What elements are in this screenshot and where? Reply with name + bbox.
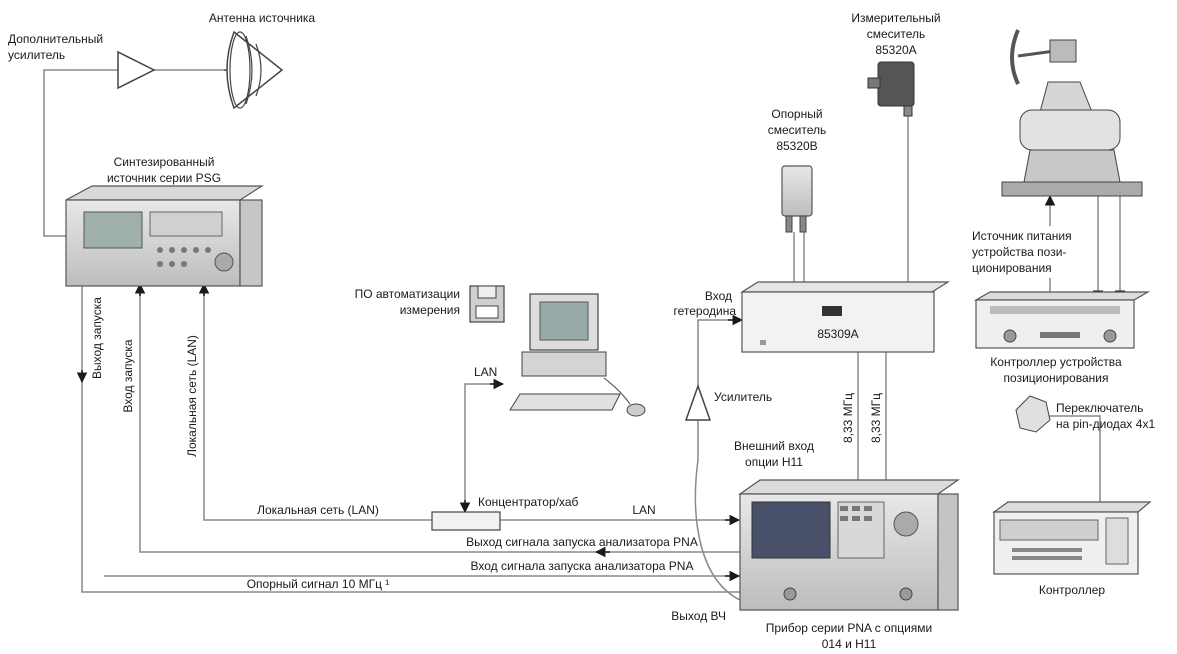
- floppy-disk-icon: [469, 285, 505, 323]
- label-psg-source-2: источник серии PSG: [107, 171, 221, 185]
- label-pna: Прибор серии PNA с опциями: [766, 621, 933, 635]
- label-positioner-power-3: ционирования: [972, 261, 1052, 275]
- label-amplifier: Усилитель: [714, 390, 772, 404]
- source-antenna-icon: [224, 30, 284, 110]
- label-freq-1: 8,33 МГц: [841, 393, 855, 443]
- label-measurement-mixer-2: смеситель: [867, 27, 926, 41]
- positioner-icon: [1001, 29, 1143, 197]
- label-lan-psg: Локальная сеть (LAN): [185, 335, 199, 457]
- controller-icon: [992, 501, 1152, 575]
- label-pna-2: 014 и H11: [822, 637, 877, 651]
- label-positioner-power: Источник питания: [972, 229, 1072, 243]
- label-reference-mixer-2: смеситель: [768, 123, 827, 137]
- label-pna-trigger-in: Вход сигнала запуска анализатора PNA: [471, 559, 694, 573]
- label-measurement-mixer: Измерительный: [851, 11, 940, 25]
- hub-icon: [431, 511, 501, 531]
- amplifier-icon: [684, 383, 712, 421]
- label-positioner-power-2: устройства пози-: [972, 245, 1066, 259]
- lo-if-distribution-unit-85309a: [739, 281, 951, 353]
- label-85309a: 85309A: [817, 327, 858, 341]
- computer-icon: [509, 293, 646, 417]
- label-software: ПО автоматизации: [355, 287, 460, 301]
- label-aux-amplifier-2: усилитель: [8, 48, 65, 62]
- label-antenna-source: Антенна источника: [209, 11, 315, 25]
- label-positioner-controller: Контроллер устройства: [990, 355, 1122, 369]
- measurement-mixer-icon: [867, 61, 915, 117]
- label-lan-left: Локальная сеть (LAN): [257, 503, 379, 517]
- label-controller: Контроллер: [1039, 583, 1106, 597]
- label-freq-2: 8,33 МГц: [869, 393, 883, 443]
- label-pna-trigger-out: Выход сигнала запуска анализатора PNA: [466, 535, 698, 549]
- label-ref-10mhz: Опорный сигнал 10 МГц ¹: [247, 577, 390, 591]
- label-external-input-2: опции H11: [745, 455, 803, 469]
- psg-source-icon: [65, 185, 265, 287]
- label-software-2: измерения: [400, 303, 460, 317]
- label-lo-input: Вход: [705, 289, 732, 303]
- label-reference-mixer: Опорный: [771, 107, 822, 121]
- label-hub: Концентратор/хаб: [478, 495, 578, 509]
- label-lo-input-2: гетеродина: [673, 304, 736, 318]
- label-psg-source: Синтезированный: [114, 155, 215, 169]
- label-reference-mixer-3: 85320B: [776, 139, 817, 153]
- label-trigger-in: Вход запуска: [121, 339, 135, 413]
- reference-mixer-icon: [781, 165, 813, 233]
- label-external-input: Внешний вход: [734, 439, 814, 453]
- pin-switch-icon: [1015, 395, 1051, 433]
- aux-amplifier-icon: [117, 50, 156, 90]
- label-positioner-controller-2: позиционирования: [1004, 371, 1109, 385]
- label-trigger-out: Выход запуска: [90, 297, 104, 379]
- positioner-controller-icon: [973, 291, 1151, 349]
- pna-analyzer-icon: [738, 479, 960, 611]
- label-lan-pc: LAN: [474, 365, 497, 379]
- label-pin-switch-2: на pin-диодах 4x1: [1056, 417, 1155, 431]
- signal-arrows: [76, 282, 744, 582]
- label-aux-amplifier: Дополнительный: [8, 32, 103, 46]
- label-measurement-mixer-3: 85320A: [875, 43, 916, 57]
- label-rf-out: Выход ВЧ: [671, 609, 726, 623]
- wires: [43, 69, 1126, 601]
- label-lan-right: LAN: [632, 503, 655, 517]
- label-pin-switch: Переключатель: [1056, 401, 1143, 415]
